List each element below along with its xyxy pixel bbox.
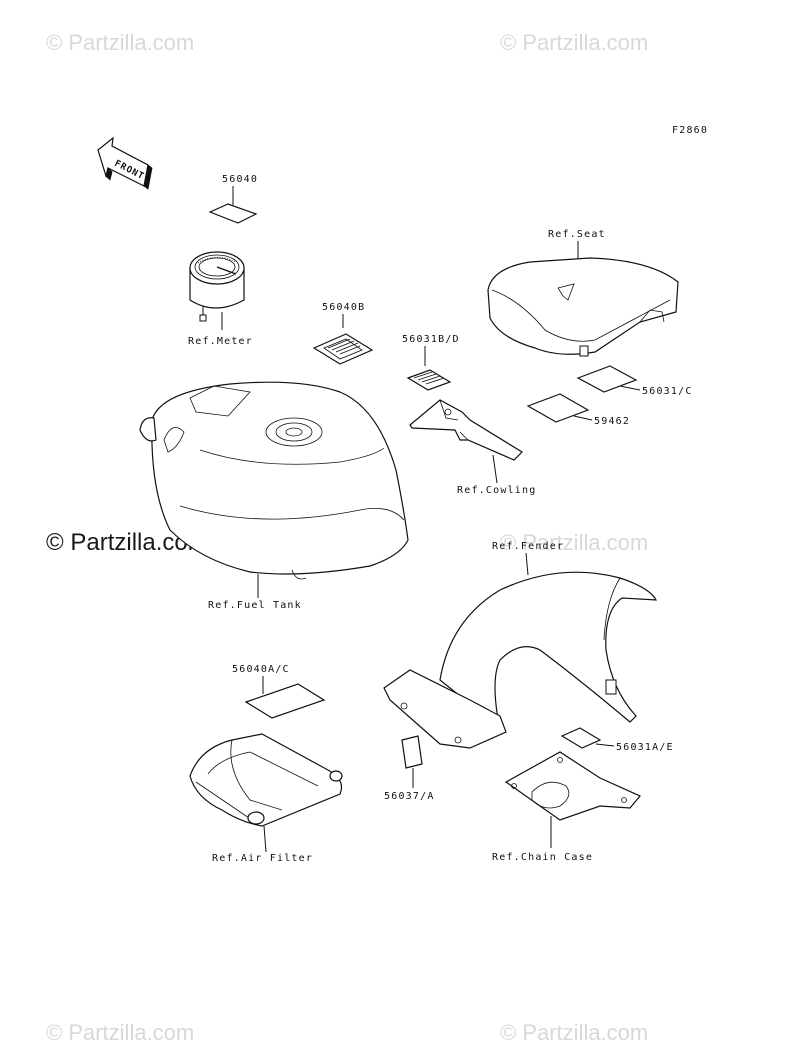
cowling-part	[409, 399, 523, 461]
label-59462: 59462	[594, 416, 630, 427]
decal-56040b	[312, 333, 374, 365]
label-56040ac: 56040A/C	[232, 664, 290, 675]
decal-56031bd	[406, 369, 452, 391]
label-56031bd: 56031B/D	[402, 334, 460, 345]
watermark-top-right: © Partzilla.com	[500, 30, 648, 55]
label-56037a: 56037/A	[384, 791, 435, 802]
watermark-bottom-right: © Partzilla.com	[500, 1020, 648, 1045]
watermark-middle-right: © Partzilla.com	[500, 530, 648, 555]
label-ref-seat: Ref.Seat	[548, 229, 606, 240]
label-ref-air-filter: Ref.Air Filter	[212, 853, 313, 864]
label-56031ae: 56031A/E	[616, 742, 674, 753]
air-filter-part	[189, 733, 343, 827]
label-ref-meter: Ref.Meter	[188, 336, 253, 347]
decal-56031ae	[560, 727, 602, 749]
label-ref-chain-case: Ref.Chain Case	[492, 852, 593, 863]
watermark-bottom-left: © Partzilla.com	[46, 1020, 194, 1045]
label-56040b: 56040B	[322, 302, 365, 313]
label-ref-fender: Ref.Fender	[492, 541, 564, 552]
fuel-tank-part	[139, 381, 409, 580]
decal-56031c	[576, 365, 638, 393]
decal-56037a	[401, 735, 423, 769]
decal-56040	[208, 203, 258, 224]
front-arrow-icon: FRONT	[97, 136, 153, 190]
watermark-top-left: © Partzilla.com	[46, 30, 194, 55]
label-56040: 56040	[222, 174, 258, 185]
chain-case-part	[504, 751, 641, 821]
decal-59462	[526, 393, 590, 423]
figure-code: F2860	[672, 125, 708, 136]
fender-part	[383, 571, 658, 749]
seat-part	[487, 257, 679, 357]
label-ref-fuel-tank: Ref.Fuel Tank	[208, 600, 302, 611]
meter-part	[189, 251, 245, 330]
decal-56040ac	[244, 683, 326, 719]
label-ref-cowling: Ref.Cowling	[457, 485, 536, 496]
label-56031c: 56031/C	[642, 386, 693, 397]
